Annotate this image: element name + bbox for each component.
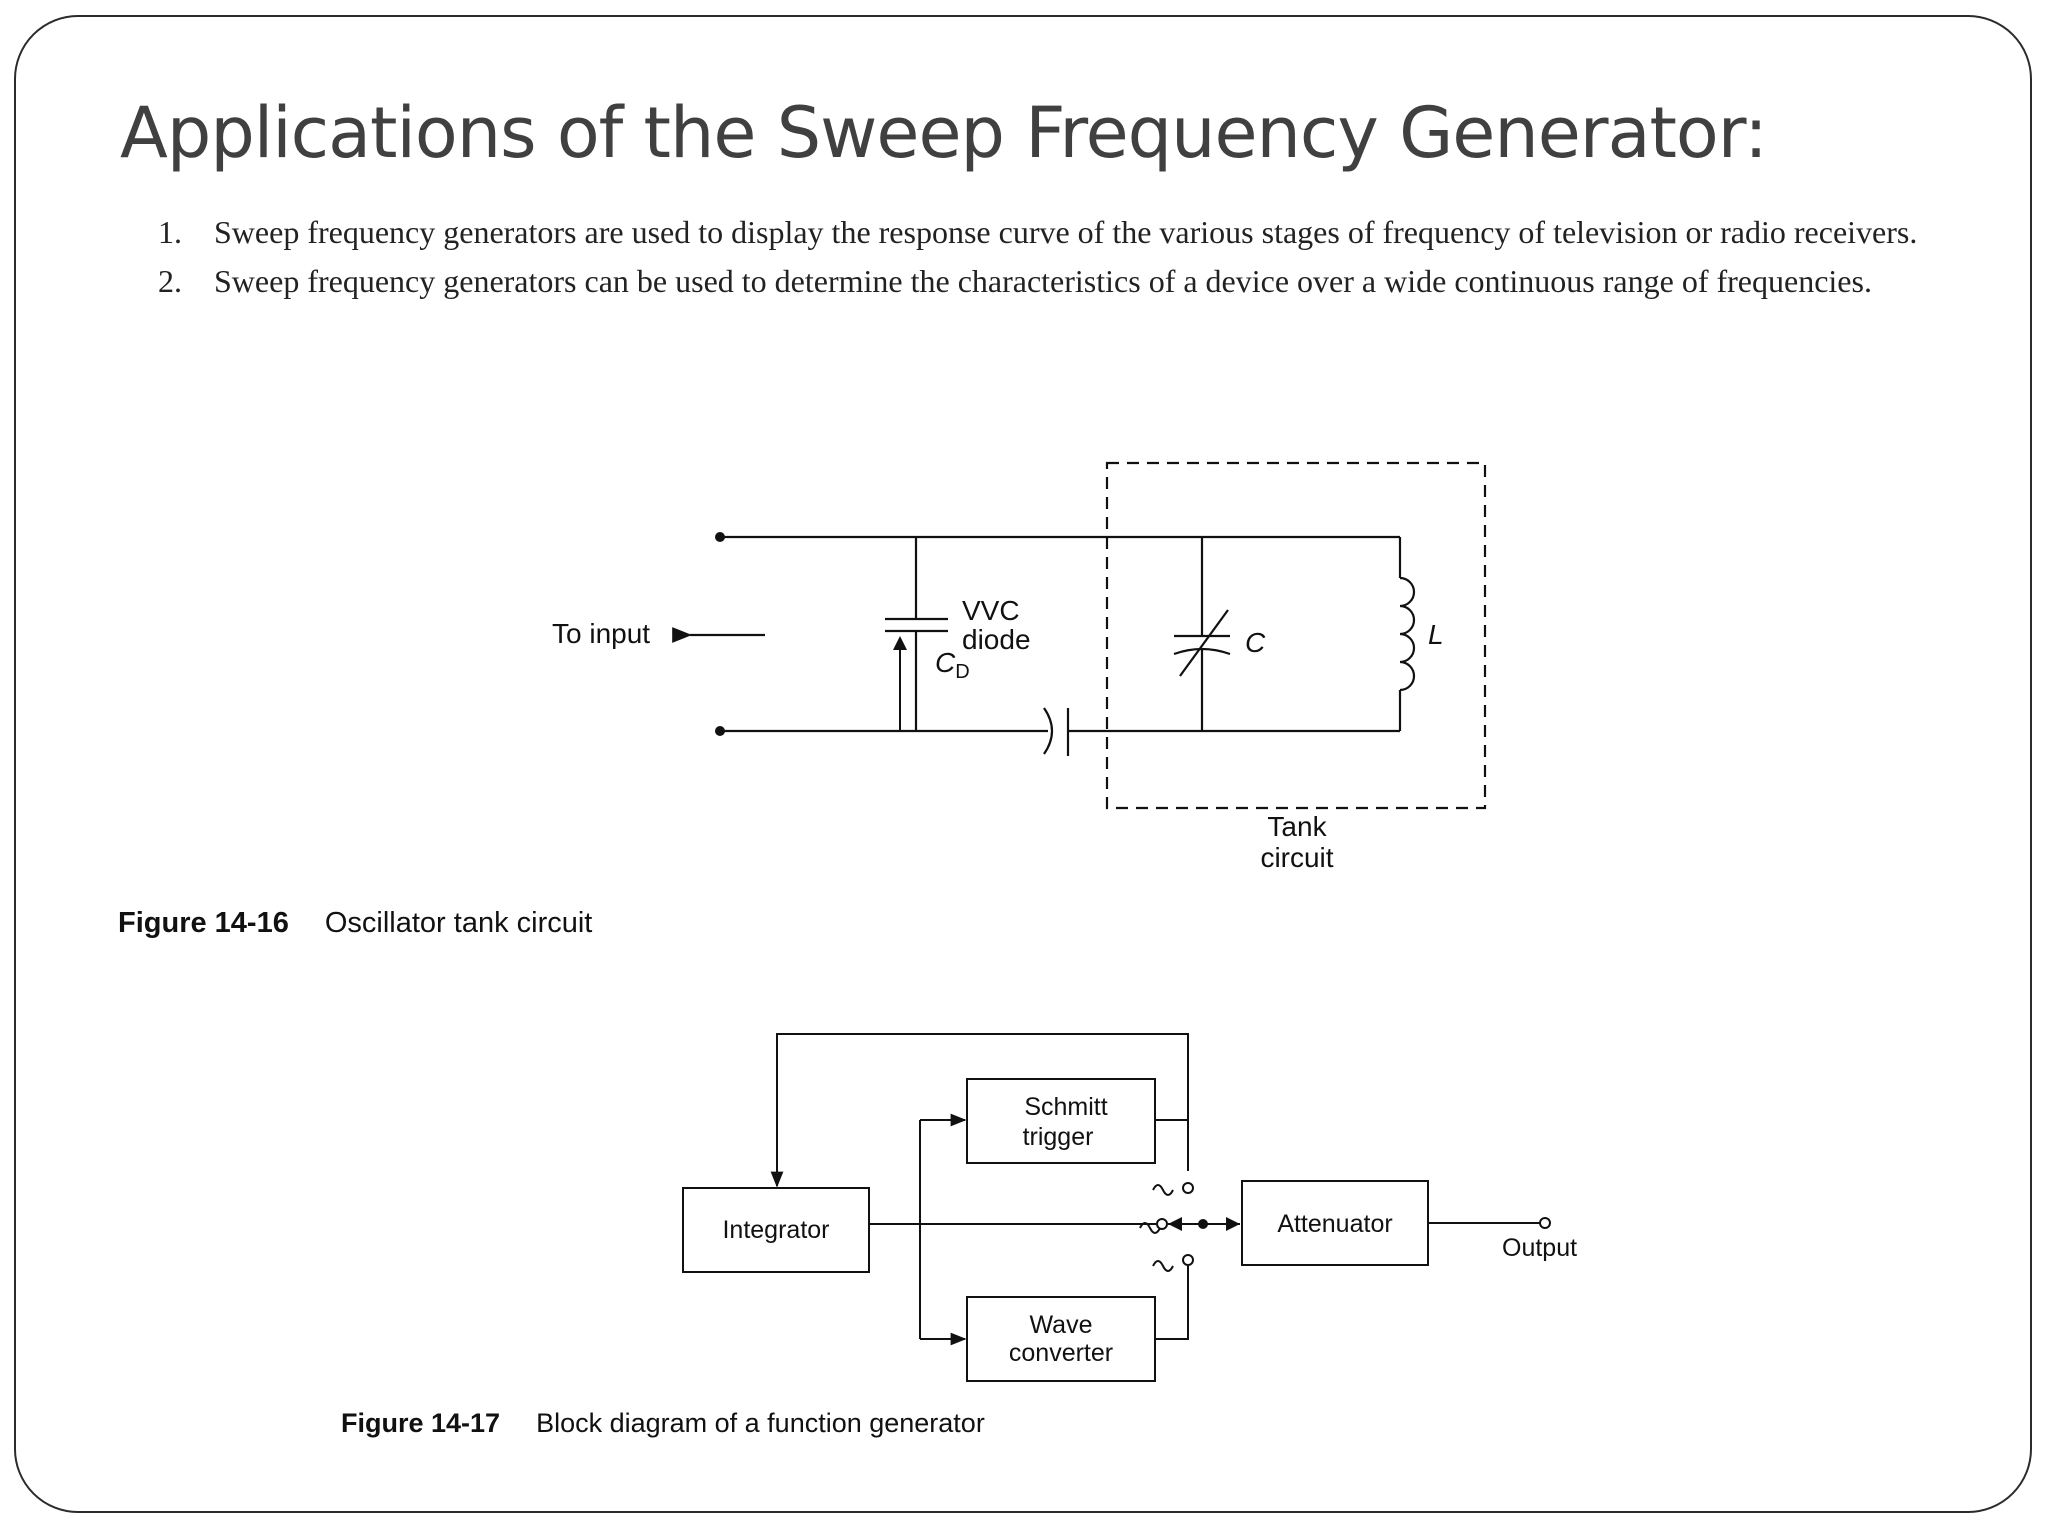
to-input-label: To input — [552, 618, 650, 649]
converter-label: converter — [1009, 1339, 1113, 1367]
integrator-block — [682, 1187, 870, 1273]
trigger-label: trigger — [1023, 1123, 1094, 1151]
tank-label: Tank — [1267, 811, 1327, 842]
figure-14-16-caption: Figure 14-16 Oscillator tank circuit — [118, 907, 592, 940]
figure-caption-text: Block diagram of a function generator — [536, 1408, 985, 1438]
slide-frame — [14, 15, 2032, 1513]
figure-label: Figure 14-16 — [118, 907, 289, 939]
feedback-wire — [770, 1033, 1189, 1188]
tank-circuit-boundary — [1105, 461, 1487, 810]
list-item-text: Sweep frequency generators can be used t… — [214, 263, 1872, 299]
cd-label: CD — [935, 647, 970, 683]
schmitt-label: Schmitt — [1024, 1093, 1107, 1121]
vvc-label: VVC — [962, 595, 1020, 626]
figure-label: Figure 14-17 — [341, 1408, 501, 1438]
integrator-label: Integrator — [722, 1216, 829, 1244]
circuit-label: circuit — [1260, 842, 1333, 873]
input-terminal-bottom — [715, 726, 725, 736]
application-list: 1. Sweep frequency generators are used t… — [158, 212, 1918, 310]
output-terminal — [1539, 1217, 1551, 1229]
output-label: Output — [1502, 1234, 1577, 1262]
diode-label: diode — [962, 624, 1031, 655]
variable-capacitor-arrow — [1179, 609, 1229, 677]
capacitor-c-label: C — [1245, 627, 1266, 658]
list-item-text: Sweep frequency generators are used to d… — [214, 214, 1918, 250]
inductor-coil — [1399, 576, 1416, 692]
list-item-number: 1. — [158, 214, 182, 250]
slide-title: Applications of the Sweep Frequency Gene… — [120, 92, 1768, 174]
figure-14-17-caption: Figure 14-17 Block diagram of a function … — [341, 1408, 985, 1439]
wave-label: Wave — [1030, 1311, 1093, 1339]
list-item: 1. Sweep frequency generators are used t… — [158, 212, 1918, 253]
coupling-capacitor — [1043, 707, 1054, 755]
input-terminal-top — [715, 532, 725, 542]
list-item-number: 2. — [158, 263, 182, 299]
inductor-l-label: L — [1428, 619, 1444, 650]
attenuator-label: Attenuator — [1277, 1210, 1392, 1238]
figure-caption-text: Oscillator tank circuit — [324, 907, 593, 939]
list-item: 2. Sweep frequency generators can be use… — [158, 261, 1918, 302]
